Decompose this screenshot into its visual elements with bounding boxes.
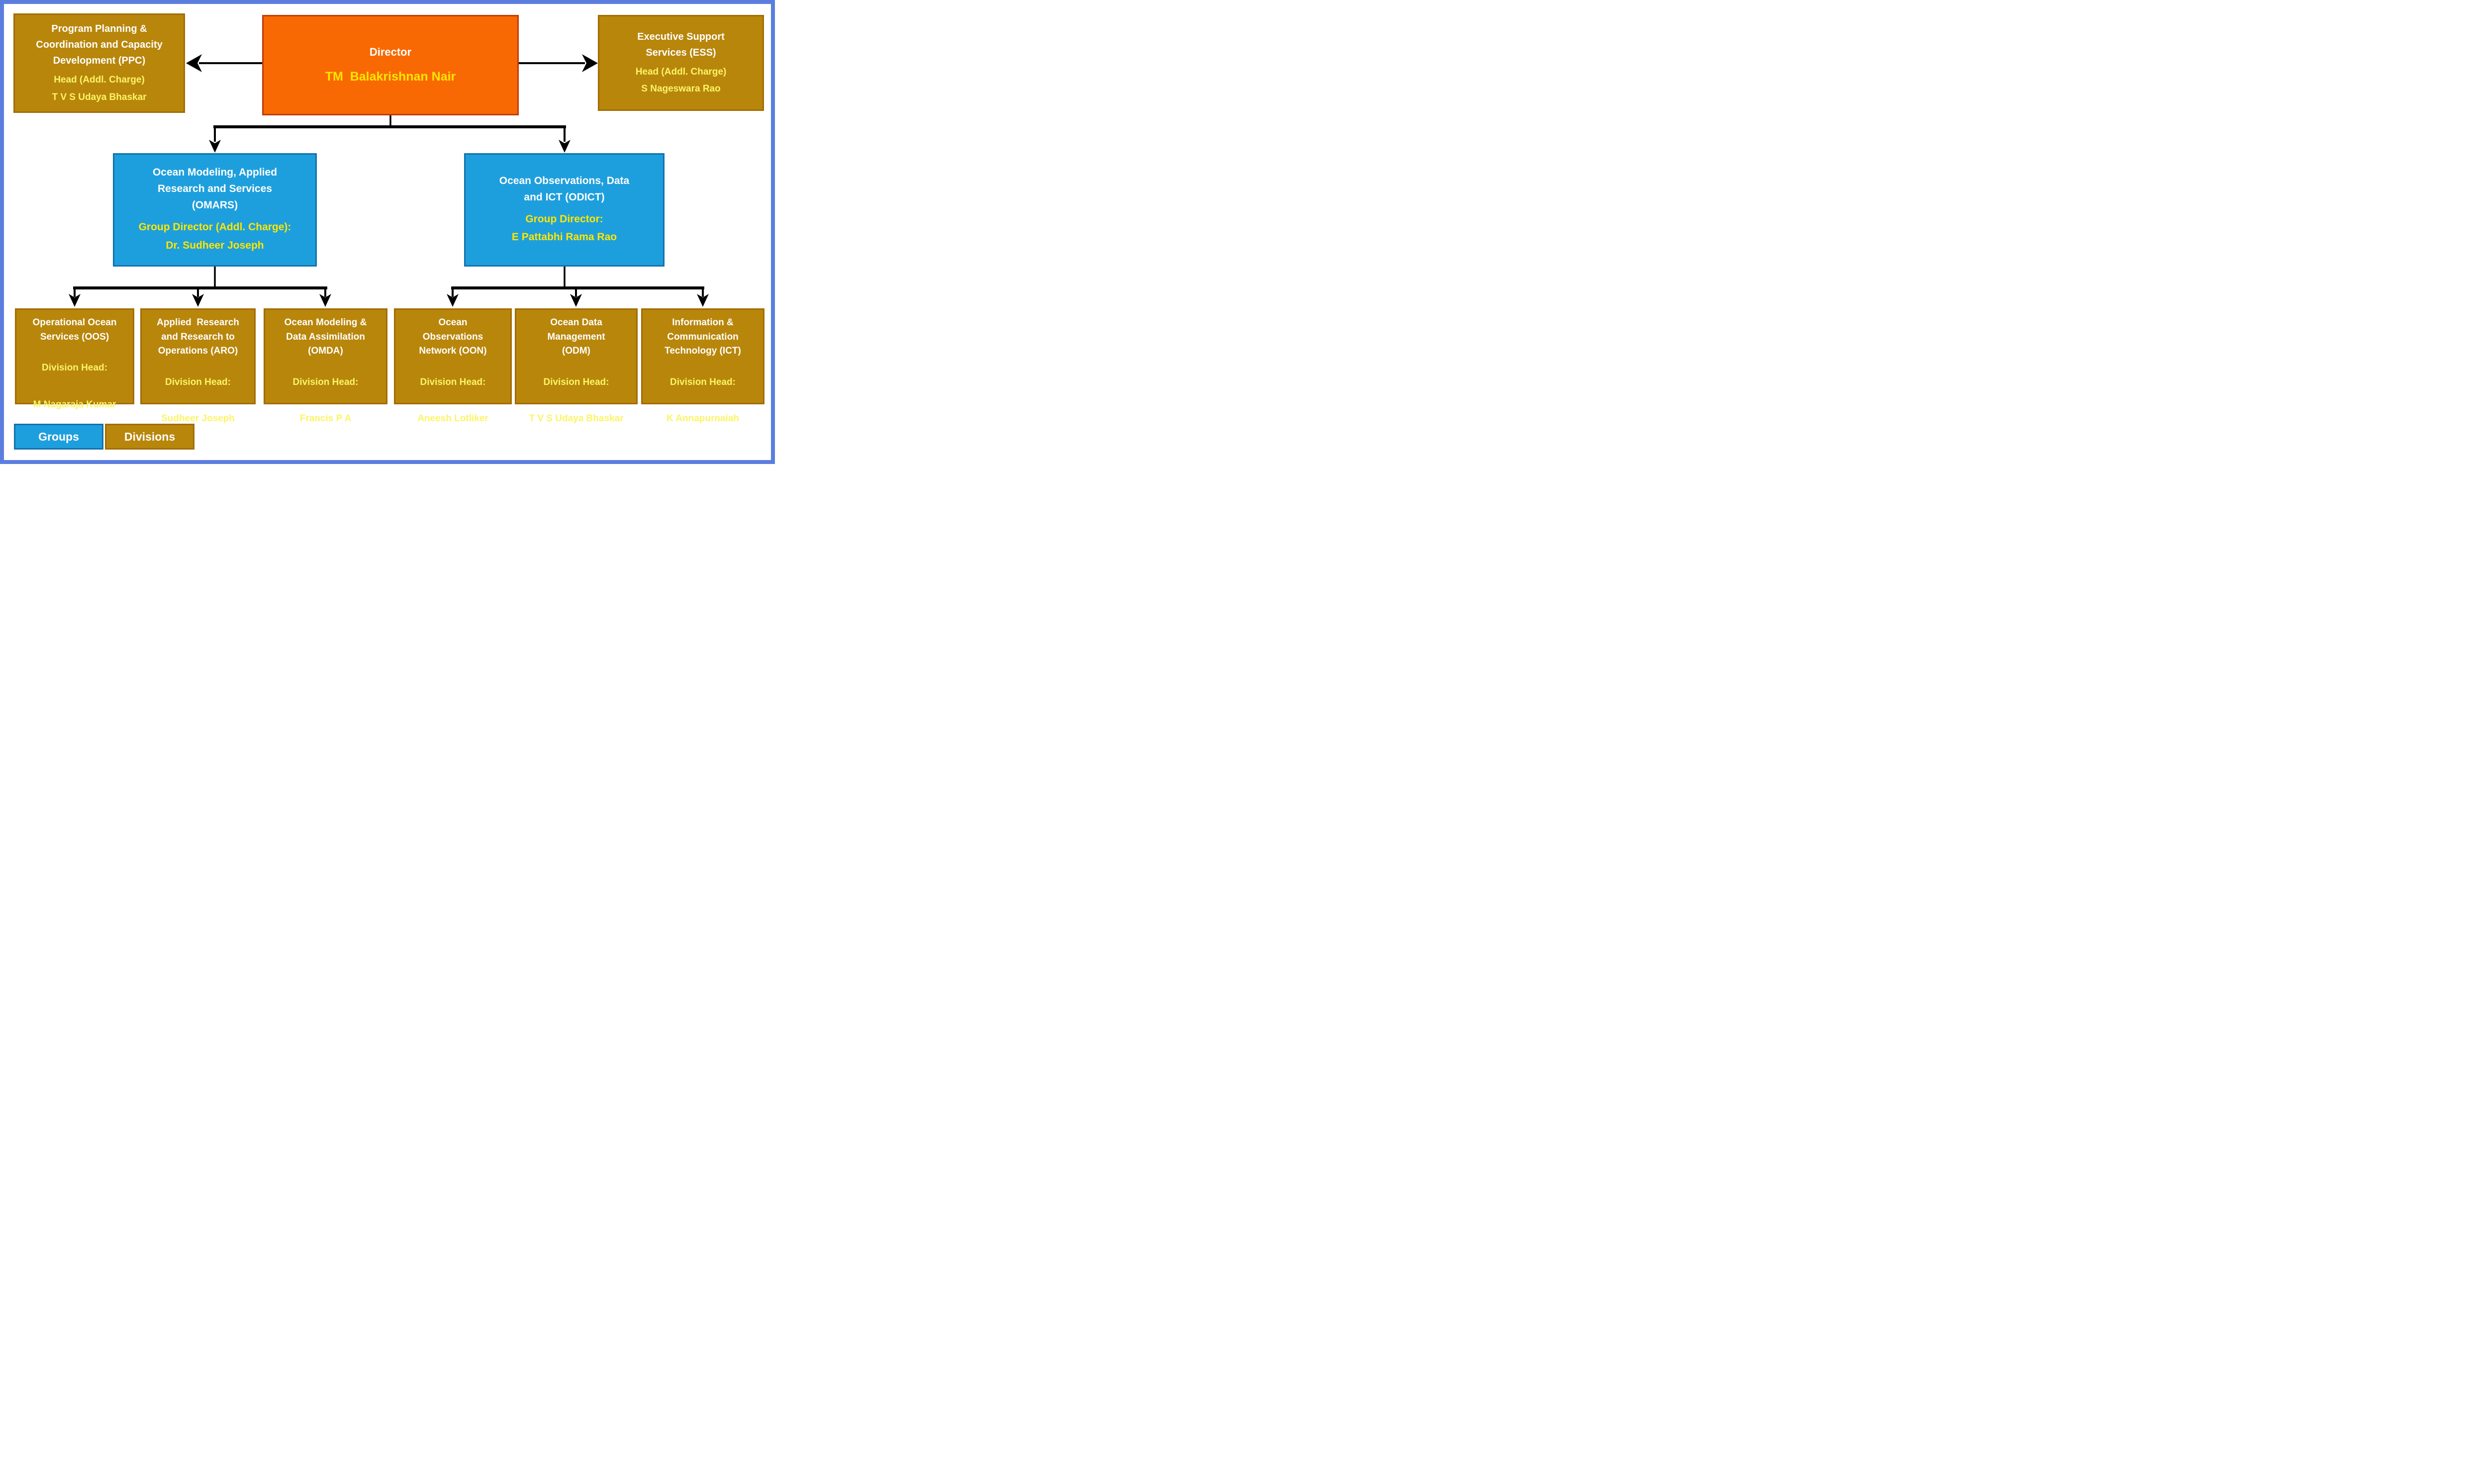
aro-footer: Division Head: Sudheer Joseph	[161, 359, 235, 443]
oon-division-box: Ocean Observations Network (OON) Divisio…	[394, 308, 512, 424]
omars-role: Group Director (Addl. Charge):	[138, 221, 291, 233]
oon-role: Division Head:	[420, 376, 486, 387]
oos-footer: Division Head: M Nagaraja Kumar	[33, 344, 116, 429]
ppc-box: Program Planning & Coordination and Capa…	[13, 13, 185, 113]
aro-head-name: Sudheer Joseph	[161, 413, 235, 424]
ppc-head-name: T V S Udaya Bhaskar	[52, 92, 147, 102]
odm-division-box: Ocean Data Management (ODM) Division Hea…	[515, 308, 638, 424]
oon-head-name: Aneesh Lotliker	[417, 413, 488, 424]
odict-role: Group Director:	[525, 213, 603, 225]
ess-box: Executive Support Services (ESS) Head (A…	[598, 15, 764, 111]
oon-footer: Division Head: Aneesh Lotliker	[417, 359, 488, 443]
omars-title: Ocean Modeling, Applied Research and Ser…	[152, 167, 278, 211]
ict-head-name: K Annapurnaiah	[666, 413, 740, 424]
omda-role: Division Head:	[292, 376, 359, 387]
odm-head-name: T V S Udaya Bhaskar	[529, 413, 624, 424]
ess-title: Executive Support Services (ESS)	[637, 31, 725, 58]
org-chart-page: Program Planning & Coordination and Capa…	[0, 0, 775, 464]
director-name: TM Balakrishnan Nair	[325, 70, 456, 84]
legend-groups: Groups	[14, 424, 103, 450]
director-box: Director TM Balakrishnan Nair	[262, 15, 519, 115]
ict-role: Division Head:	[670, 376, 736, 387]
omars-arrow-head	[209, 140, 221, 153]
oos-title: Operational Ocean Services (OOS)	[32, 317, 117, 342]
omda-arrow-head	[319, 294, 331, 307]
legend-divisions-label: Divisions	[124, 430, 176, 443]
director-title: Director	[369, 46, 412, 59]
oos-role: Division Head:	[42, 363, 107, 373]
ppc-title: Program Planning & Coordination and Capa…	[36, 23, 163, 67]
oos-arrow-head	[69, 294, 81, 307]
arrow-director-to-ppc-head	[186, 54, 202, 72]
omars-director-name: Dr. Sudheer Joseph	[166, 239, 264, 251]
omda-footer: Division Head: Francis P A	[293, 359, 359, 443]
ict-title: Information & Communication Technology (…	[665, 317, 741, 356]
legend-divisions: Divisions	[105, 424, 194, 450]
ppc-role: Head (Addl. Charge)	[54, 75, 145, 86]
odm-title: Ocean Data Management (ODM)	[547, 317, 605, 356]
odict-title: Ocean Observations, Data and ICT (ODICT)	[499, 175, 630, 203]
connector-lines	[69, 54, 709, 307]
omda-division-box: Ocean Modeling & Data Assimilation (OMDA…	[264, 308, 387, 424]
aro-title: Applied Research and Research to Operati…	[157, 317, 239, 356]
oos-head-name: M Nagaraja Kumar	[33, 399, 116, 410]
odict-director-name: E Pattabhi Rama Rao	[511, 231, 617, 243]
omda-title: Ocean Modeling & Data Assimilation (OMDA…	[284, 317, 367, 356]
aro-arrow-head	[192, 294, 204, 307]
ess-role: Head (Addl. Charge)	[635, 66, 727, 77]
odm-footer: Division Head: T V S Udaya Bhaskar	[529, 359, 623, 443]
legend-groups-label: Groups	[38, 430, 79, 443]
aro-role: Division Head:	[165, 376, 231, 387]
oon-title: Ocean Observations Network (OON)	[419, 317, 487, 356]
ict-division-box: Information & Communication Technology (…	[641, 308, 764, 424]
odict-arrow-head	[559, 140, 571, 153]
omda-head-name: Francis P A	[299, 413, 352, 424]
aro-division-box: Applied Research and Research to Operati…	[140, 308, 256, 424]
odm-role: Division Head:	[543, 376, 609, 387]
odict-group-box: Ocean Observations, Data and ICT (ODICT)…	[464, 153, 665, 267]
ict-arrow-head	[697, 294, 709, 307]
omars-group-box: Ocean Modeling, Applied Research and Ser…	[113, 153, 317, 267]
ess-head-name: S Nageswara Rao	[641, 84, 721, 94]
oos-division-box: Operational Ocean Services (OOS) Divisio…	[15, 308, 134, 410]
ict-footer: Division Head: K Annapurnaiah	[667, 359, 739, 443]
oon-arrow-head	[447, 294, 459, 307]
arrow-director-to-ess-head	[582, 54, 598, 72]
odm-arrow-head	[570, 294, 582, 307]
